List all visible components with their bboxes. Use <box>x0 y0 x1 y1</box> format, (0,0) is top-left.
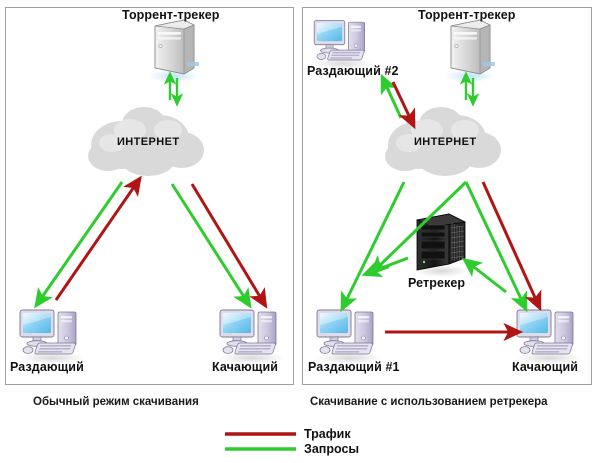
label-retracker: Ретрекер <box>408 276 466 290</box>
legend-label-requests: Запросы <box>304 442 360 456</box>
label-seeder2-right: Раздающий #2 <box>307 64 399 78</box>
label-leecher-left: Качающий <box>212 360 279 374</box>
label-seeder-left: Раздающий <box>10 360 84 374</box>
legend-label-traffic: Трафик <box>304 427 351 441</box>
label-tracker-right: Торрент-трекер <box>418 8 516 22</box>
panel-normal-download <box>5 7 294 385</box>
label-seeder1-right: Раздающий #1 <box>308 360 400 374</box>
caption-left-panel: Обычный режим скачивания <box>33 396 199 408</box>
label-leecher-right: Качающий <box>512 360 579 374</box>
label-internet-right: ИНТЕРНЕТ <box>414 136 477 148</box>
label-tracker-left: Торрент-трекер <box>122 8 220 22</box>
caption-right-panel: Скачивание с использованием ретрекера <box>310 396 548 408</box>
label-internet-left: ИНТЕРНЕТ <box>117 136 180 148</box>
